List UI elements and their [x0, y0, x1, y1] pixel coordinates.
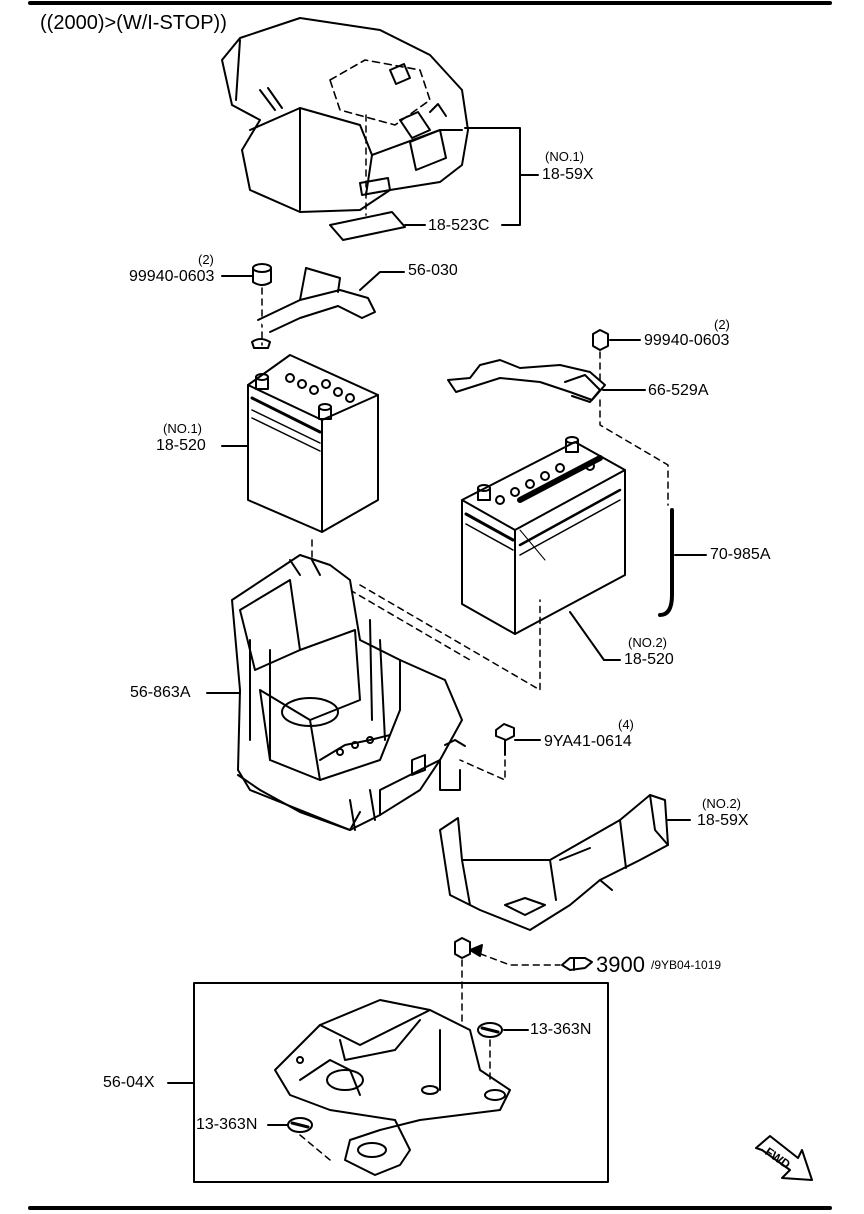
bracket-shape	[274, 999, 511, 1176]
battery-1-qty: (NO.1)	[163, 421, 202, 436]
label-sticker-shape	[329, 211, 406, 241]
tray-part: 56-863A	[130, 684, 191, 701]
nut-a-shape	[252, 263, 272, 286]
clip-shape	[495, 723, 515, 756]
nut-b-shape	[592, 329, 609, 351]
battery-2-shape	[461, 436, 626, 635]
page-title: ((2000)>(W/I-STOP))	[40, 12, 227, 34]
hose-shape	[658, 508, 674, 617]
fwd-arrow-icon	[755, 1135, 813, 1181]
battery-cover-2-shape	[439, 794, 669, 931]
nut-a-qty: (2)	[198, 252, 214, 267]
battery-2-part: 18-520	[624, 651, 674, 668]
bolt-right-part: 13-363N	[530, 1021, 592, 1038]
bolt-left-part: 13-363N	[196, 1116, 258, 1133]
ref-number: 3900	[596, 952, 645, 977]
clamp-b-part: 66-529A	[648, 382, 709, 399]
hand-pointer-icon	[561, 957, 593, 971]
cover-2-qty: (NO.2)	[702, 796, 741, 811]
cover-2-part: 18-59X	[697, 812, 749, 829]
cover-label-part: 18-523C	[428, 217, 490, 234]
battery-2-qty: (NO.2)	[628, 635, 667, 650]
cover-1-qty: (NO.1)	[545, 149, 584, 164]
clamp-a-shape	[251, 267, 376, 349]
hose-part: 70-985A	[710, 546, 771, 563]
battery-1-part: 18-520	[156, 437, 206, 454]
bracket-part: 56-04X	[103, 1074, 155, 1091]
tray-shape	[231, 554, 466, 831]
bolt-right-shape	[477, 1022, 503, 1038]
clamp-a-part: 56-030	[408, 262, 458, 279]
clip-qty: (4)	[618, 717, 634, 732]
clip-part: 9YA41-0614	[544, 733, 632, 750]
clamp-b-shape	[447, 359, 606, 403]
cover-1-part: 18-59X	[542, 166, 594, 183]
nut-b-part: 99940-0603	[644, 332, 730, 349]
nut-b-qty: (2)	[714, 317, 730, 332]
ref-part: /9YB04-1019	[651, 958, 722, 972]
bracket-nut-shape	[454, 937, 471, 959]
nut-a-part: 99940-0603	[129, 268, 215, 285]
battery-1-shape	[247, 354, 379, 533]
bolt-left-shape	[287, 1117, 313, 1133]
battery-cover-1-shape	[221, 17, 469, 213]
